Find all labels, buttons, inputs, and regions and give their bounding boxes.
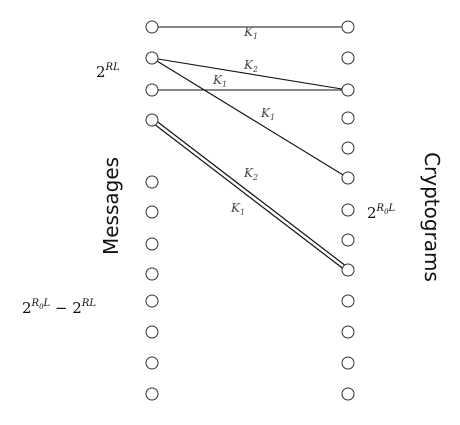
cryptogram-node-10 bbox=[341, 325, 355, 339]
cryptogram-node-3 bbox=[341, 111, 355, 125]
message-node-6 bbox=[145, 237, 159, 251]
label-base: 2 bbox=[22, 299, 32, 317]
cryptogram-node-11 bbox=[341, 356, 355, 370]
label-base: 2 bbox=[96, 63, 106, 81]
label-exponent-subscript: 0 bbox=[384, 208, 389, 216]
label-base: 2 bbox=[367, 204, 377, 222]
edge-key-subscript: 2 bbox=[252, 173, 258, 182]
edge-key-label-5: K1 bbox=[230, 201, 245, 217]
label-exponent-main: R bbox=[376, 203, 385, 214]
edge-key-subscript: 2 bbox=[252, 65, 258, 74]
edge-key-letter: K bbox=[230, 201, 241, 215]
message-node-3 bbox=[145, 113, 159, 127]
cryptograms-axis-title: Cryptograms bbox=[420, 152, 444, 282]
edge-key-subscript: 1 bbox=[253, 32, 258, 41]
edge-line-1 bbox=[151, 57, 349, 91]
cryptogram-node-7 bbox=[341, 233, 355, 247]
message-node-7 bbox=[145, 267, 159, 281]
edge-key-label-1: K2 bbox=[243, 58, 258, 74]
cryptogram-node-6 bbox=[341, 203, 355, 217]
edge-key-label-0: K1 bbox=[243, 25, 258, 41]
label-exponent: RL bbox=[81, 298, 97, 309]
message-node-11 bbox=[145, 387, 159, 401]
edge-key-subscript: 1 bbox=[240, 208, 245, 217]
label-exponent-subscript: 0 bbox=[39, 303, 44, 311]
cryptogram-node-0 bbox=[341, 20, 355, 34]
edge-line-3 bbox=[151, 57, 349, 179]
left-top-count-label: 2RL bbox=[96, 62, 120, 81]
double-edge-inner bbox=[151, 118, 349, 272]
label-exponent-tail: L bbox=[388, 203, 396, 214]
nodes-layer bbox=[145, 20, 355, 401]
edge-key-label-4: K2 bbox=[243, 166, 258, 182]
cryptogram-node-9 bbox=[341, 294, 355, 308]
message-node-9 bbox=[145, 325, 159, 339]
cryptogram-node-5 bbox=[341, 171, 355, 185]
message-node-1 bbox=[145, 51, 159, 65]
edge-key-letter: K bbox=[212, 73, 223, 87]
message-node-2 bbox=[145, 83, 159, 97]
edge-key-subscript: 1 bbox=[270, 113, 275, 122]
edge-key-subscript: 1 bbox=[222, 80, 227, 89]
cryptogram-node-4 bbox=[341, 141, 355, 155]
edge-key-label-2: K1 bbox=[212, 73, 227, 89]
message-node-10 bbox=[145, 356, 159, 370]
cryptogram-node-1 bbox=[341, 51, 355, 65]
edge-key-label-3: K1 bbox=[260, 106, 275, 122]
edge-key-letter: K bbox=[260, 106, 271, 120]
label-exponent-main: R bbox=[31, 298, 40, 309]
edges-layer bbox=[150, 26, 350, 272]
label-exponent-tail: L bbox=[43, 298, 51, 309]
cryptogram-node-8 bbox=[341, 263, 355, 277]
message-node-0 bbox=[145, 20, 159, 34]
message-node-8 bbox=[145, 294, 159, 308]
edge-key-letter: K bbox=[243, 58, 254, 72]
label-exponent: RL bbox=[105, 62, 121, 73]
message-node-5 bbox=[145, 205, 159, 219]
message-node-4 bbox=[145, 175, 159, 189]
messages-axis-title: Messages bbox=[99, 157, 123, 255]
edge-key-letter: K bbox=[243, 166, 254, 180]
label-minus: − bbox=[50, 299, 72, 317]
cryptogram-node-12 bbox=[341, 387, 355, 401]
right-count-label: 2R0L bbox=[367, 203, 396, 222]
cryptogram-node-2 bbox=[341, 83, 355, 97]
left-bottom-count-label: 2R0L − 2RL bbox=[22, 298, 96, 317]
label-base: 2 bbox=[72, 299, 82, 317]
edge-key-letter: K bbox=[243, 25, 254, 39]
